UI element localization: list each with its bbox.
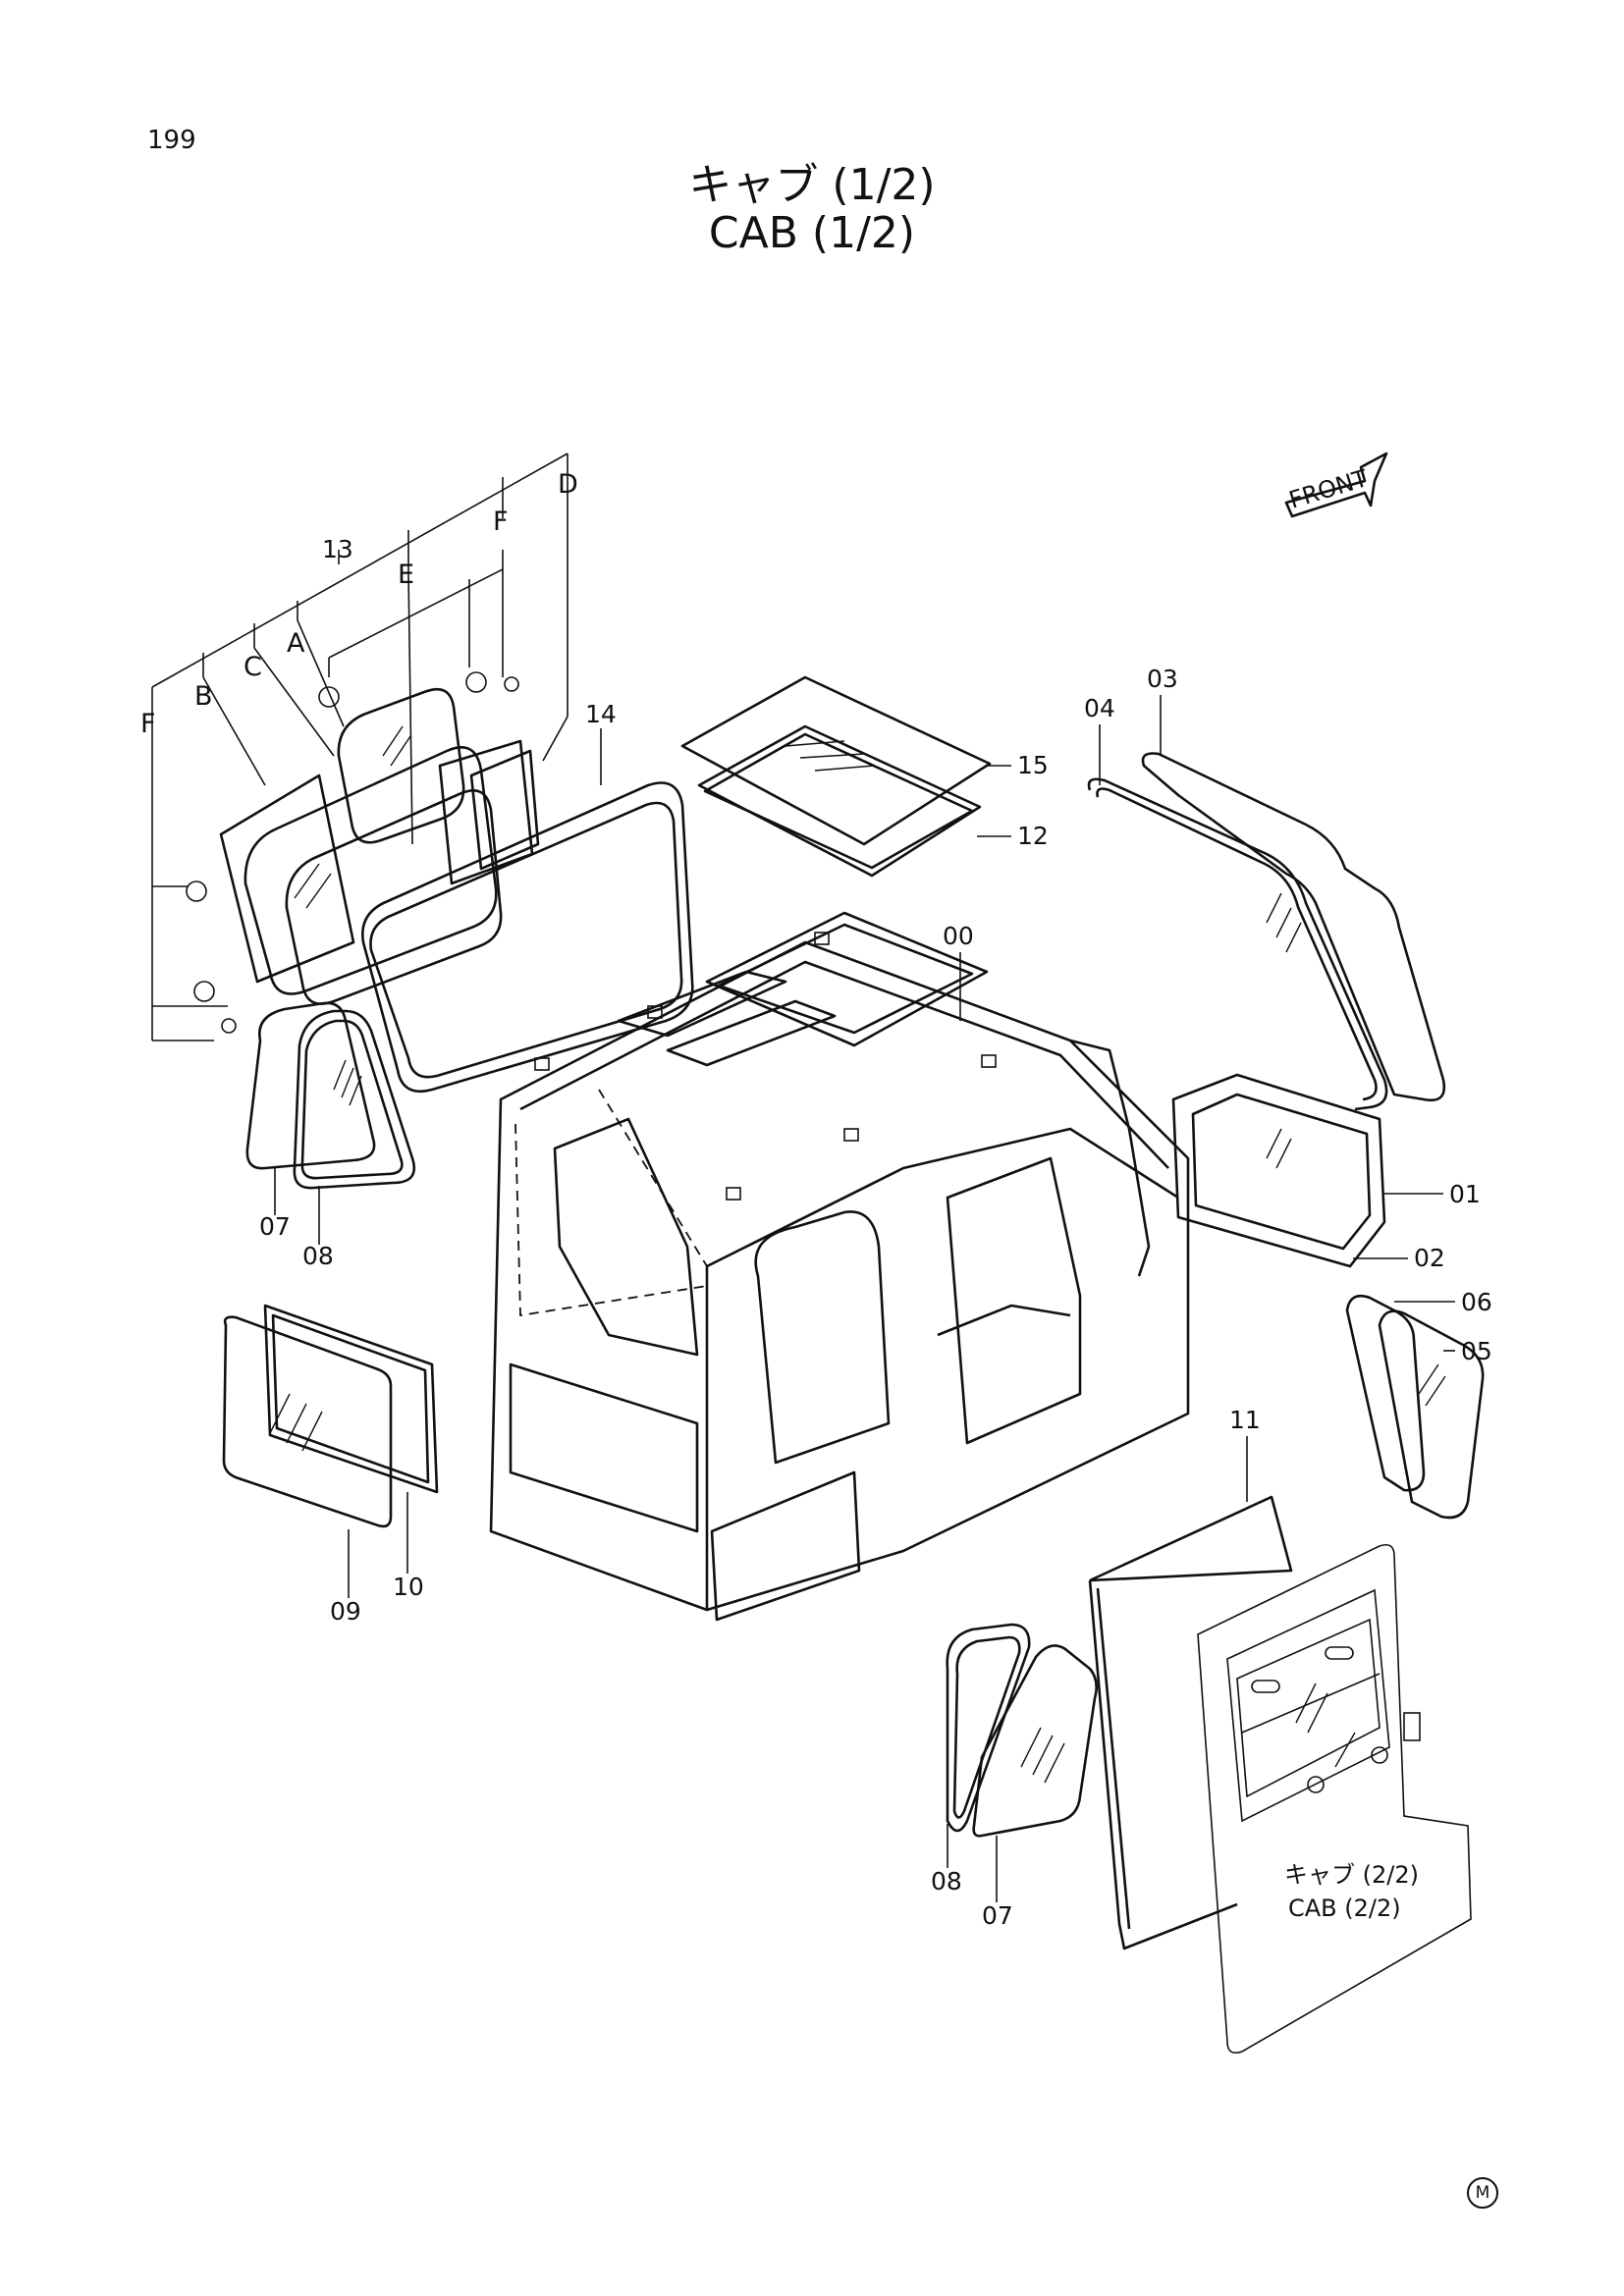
callout-15: 15 [1017,751,1049,779]
letter-e: E [398,560,414,590]
front-label: FRONT [1286,464,1372,514]
right-side-window [1087,752,1446,1111]
callout-01: 01 [1449,1180,1481,1208]
cab-body [489,911,1190,1622]
callout-10: 10 [393,1573,424,1601]
rear-right-window [1345,1294,1485,1520]
callout-07-left: 07 [259,1212,291,1241]
callout-08-right: 08 [931,1867,962,1896]
reference-label-japanese: キャブ (2/2) [1284,1861,1419,1889]
letter-f-top: F [493,507,509,537]
callout-12: 12 [1017,822,1049,850]
letter-a: A [287,628,305,659]
callout-11: 11 [1229,1406,1261,1434]
letter-c: C [244,652,262,682]
page-title-english: CAB (1/2) [708,208,916,258]
fastener-icons [186,671,519,1034]
page-number: 199 [147,126,196,155]
page-title-japanese: キャブ (1/2) [688,160,936,210]
door-seal [1088,1495,1293,1950]
lower-quarter-window [946,1623,1098,1838]
roof-hatch [680,675,992,878]
callout-13: 13 [322,535,353,563]
group-bracket-13 [151,453,568,1041]
lower-left-window [222,1304,439,1528]
callout-05: 05 [1461,1337,1492,1365]
callout-02: 02 [1414,1244,1445,1272]
callout-03: 03 [1147,665,1178,693]
cab-door [1197,1543,1472,2055]
letter-f-left: F [140,709,156,739]
reference-label-english: CAB (2/2) [1288,1895,1401,1922]
callout-00: 00 [943,922,974,950]
front-arrow-icon: FRONT [1284,452,1388,518]
callout-08-left: 08 [302,1242,334,1270]
callout-09: 09 [330,1597,361,1626]
callout-06: 06 [1461,1288,1492,1316]
rear-window-assembly [219,687,694,1190]
footer-mark: M [1467,2177,1498,2209]
letter-b: B [194,681,213,712]
callout-07-right: 07 [982,1901,1013,1930]
callout-14: 14 [585,700,617,728]
letter-d: D [558,469,578,500]
callout-04: 04 [1084,694,1115,722]
right-small-window [1171,1073,1386,1268]
